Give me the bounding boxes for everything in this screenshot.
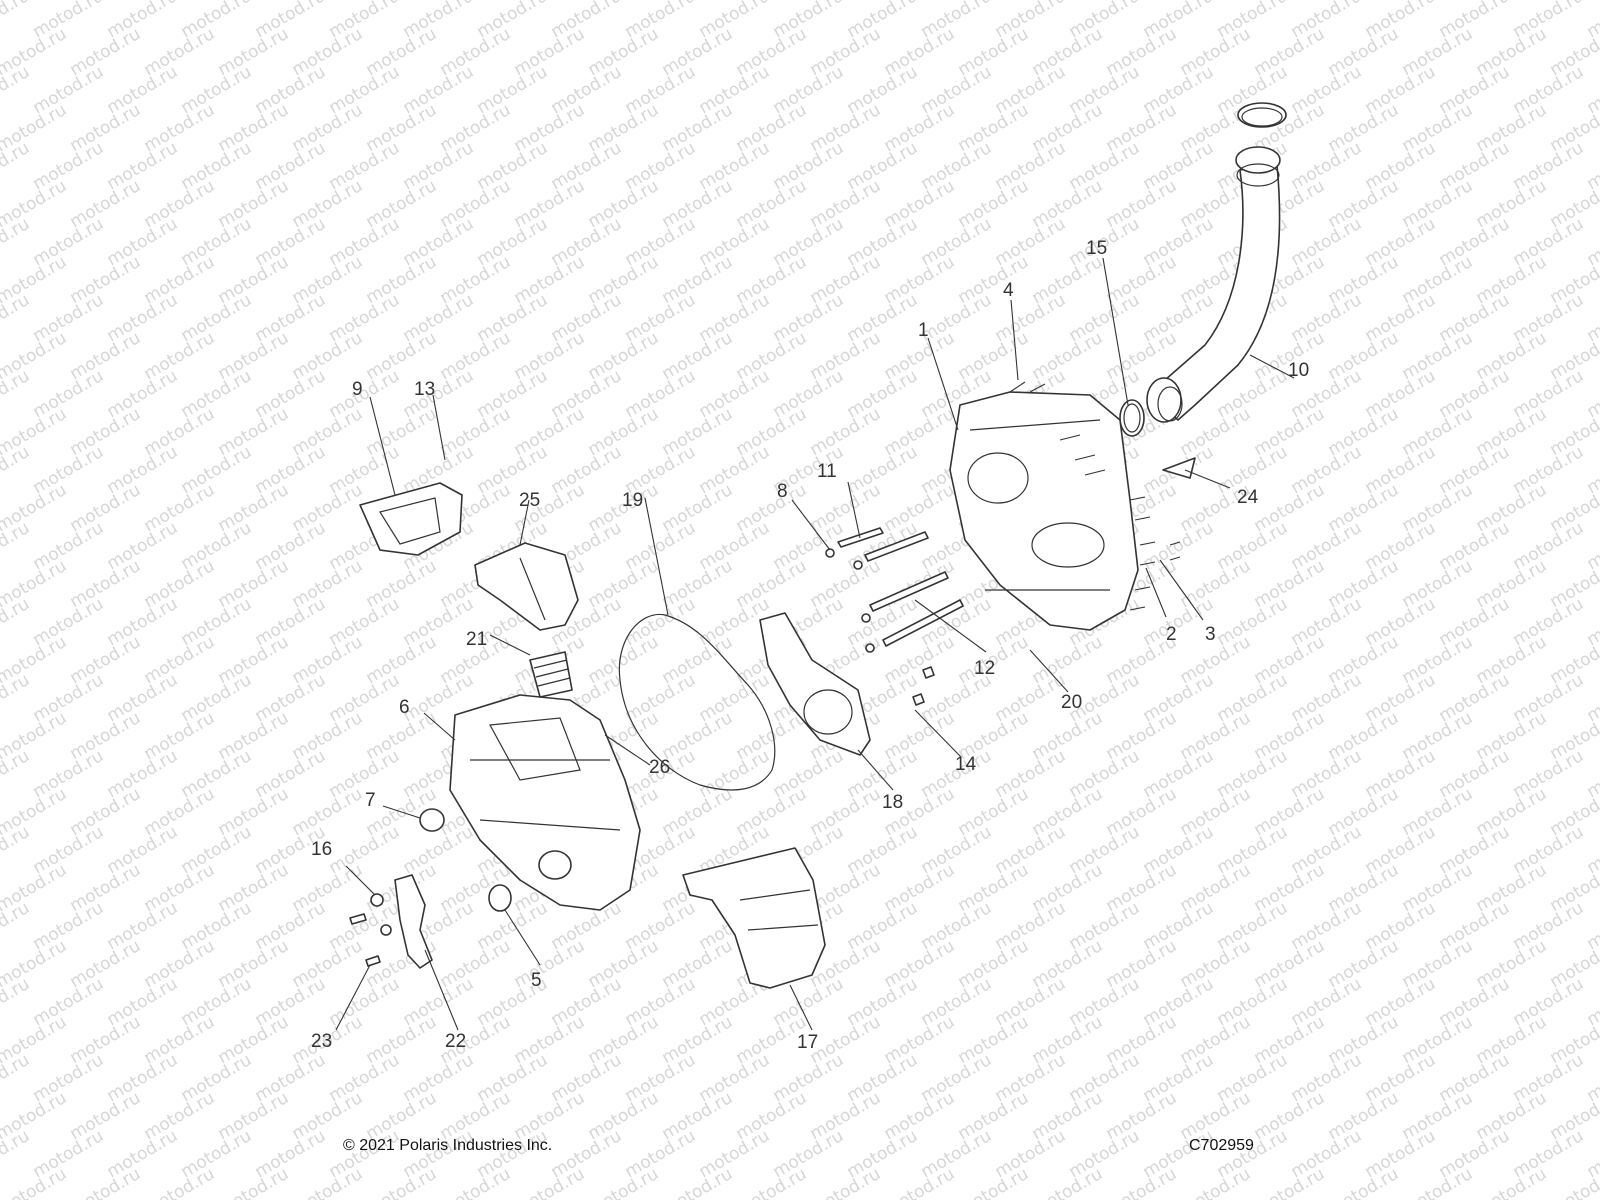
- callout-17: 17: [797, 1032, 818, 1053]
- callout-3: 3: [1205, 624, 1216, 645]
- shroud-bolts-14: [912, 666, 935, 706]
- callout-19: 19: [622, 490, 643, 511]
- leader-lines: [335, 257, 1295, 1031]
- callout-6: 6: [399, 697, 410, 718]
- inner-shroud: [759, 612, 871, 756]
- callout-16: 16: [311, 839, 332, 860]
- callout-7: 7: [365, 790, 376, 811]
- cover-bolts: [1009, 381, 1181, 611]
- intake-duct: [1146, 146, 1281, 423]
- callout-4: 4: [1003, 280, 1014, 301]
- callout-8: 8: [777, 481, 788, 502]
- callout-25: 25: [519, 490, 540, 511]
- cover-seal-24: [1162, 457, 1196, 479]
- callout-14: 14: [955, 754, 977, 775]
- callout-20: 20: [1061, 692, 1082, 713]
- callout-10: 10: [1288, 360, 1309, 381]
- callout-21: 21: [466, 629, 487, 650]
- callout-9: 9: [352, 379, 363, 400]
- filter-housing-25: [474, 542, 579, 631]
- lower-shield-17: [682, 847, 826, 989]
- callout-13: 13: [414, 379, 435, 400]
- callout-2: 2: [1166, 624, 1177, 645]
- cover-seal-loop: [618, 613, 776, 791]
- callout-26: 26: [649, 757, 670, 778]
- callout-15: 15: [1086, 238, 1107, 259]
- callout-labels: 1 2 3 4 5 6 7 8 9 10 11 12 13 14 15 16 1…: [311, 238, 1309, 1053]
- callout-24: 24: [1237, 487, 1259, 508]
- callout-1: 1: [918, 320, 929, 341]
- o-ring-5: [488, 884, 512, 912]
- duct-clamp-15: [1119, 399, 1145, 437]
- callout-18: 18: [882, 792, 903, 813]
- o-ring-7: [419, 808, 445, 832]
- callout-5: 5: [531, 970, 542, 991]
- inner-clutch-cover: [449, 694, 641, 911]
- filter-element-21: [529, 651, 573, 698]
- callout-11: 11: [817, 461, 837, 482]
- drawing-code: C702959: [1189, 1137, 1254, 1154]
- copyright-text: © 2021 Polaris Industries Inc.: [343, 1137, 553, 1154]
- duct-clamp-ring: [1237, 102, 1287, 128]
- mount-bracket-22: [349, 874, 433, 969]
- callout-23: 23: [311, 1031, 332, 1052]
- outer-clutch-cover: [949, 391, 1139, 631]
- long-bolts: [825, 527, 964, 653]
- callout-12: 12: [974, 658, 995, 679]
- callout-22: 22: [445, 1031, 466, 1052]
- watermark-text: motod.ru: [0, 0, 33, 42]
- filter-frame-9: [359, 482, 463, 556]
